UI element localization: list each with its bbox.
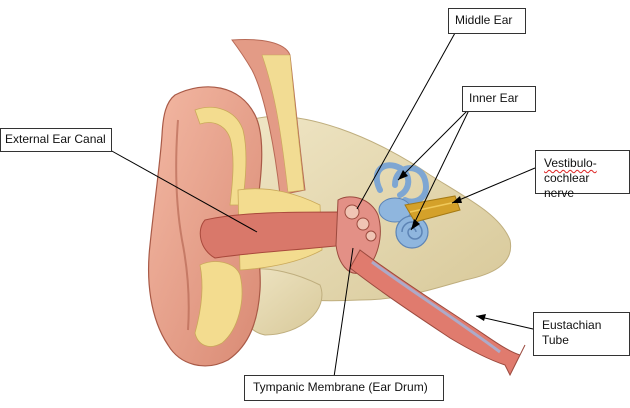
label-external-ear-canal: External Ear Canal xyxy=(0,128,112,152)
label-eustachian-tube: Eustachian Tube xyxy=(533,312,630,356)
lobe-cartilage xyxy=(194,261,243,347)
helix-cartilage xyxy=(194,106,247,206)
leader-external-canal xyxy=(109,149,258,233)
eustachian-lining xyxy=(371,260,501,354)
scalp-fat xyxy=(261,54,305,193)
incus xyxy=(356,217,370,231)
label-external-ear-canal-text: External Ear Canal xyxy=(5,132,106,146)
external-canal xyxy=(199,211,346,259)
leader-eustachian xyxy=(475,315,534,330)
leader-vestibulo-nerve xyxy=(451,167,536,204)
semicircular-canals xyxy=(373,162,429,205)
label-tympanic-membrane-text: Tympanic Membrane (Ear Drum) xyxy=(253,380,428,394)
leader-inner-ear-2 xyxy=(410,107,471,231)
label-vestibulo-line2: cochlear nerve xyxy=(544,171,590,200)
label-inner-ear: Inner Ear xyxy=(462,86,536,112)
arrowhead-inner-2 xyxy=(411,219,420,230)
label-tympanic-membrane: Tympanic Membrane (Ear Drum) xyxy=(244,375,444,401)
label-vestibulocochlear-nerve: Vestibulo- cochlear nerve xyxy=(535,150,630,200)
leader-tympanic xyxy=(333,247,354,378)
arrowhead-eustachian xyxy=(476,314,486,321)
leader-inner-ear-1 xyxy=(397,107,471,181)
label-vestibulo-line1: Vestibulo- xyxy=(544,156,597,170)
cochlea xyxy=(395,215,429,249)
label-eustachian-line2: Tube xyxy=(542,333,569,347)
label-inner-ear-text: Inner Ear xyxy=(469,91,519,105)
leader-arrowheads xyxy=(398,170,486,321)
stapes xyxy=(365,230,377,242)
arrowhead-nerve xyxy=(452,196,462,203)
label-eustachian-line1: Eustachian xyxy=(542,318,602,332)
leader-lines xyxy=(109,32,536,378)
eustachian-tube xyxy=(349,249,526,377)
vestibulocochlear-nerve xyxy=(404,195,461,223)
label-middle-ear: Middle Ear xyxy=(448,8,526,34)
arrowhead-inner-1 xyxy=(398,170,408,180)
auricle-inner-fold xyxy=(175,119,190,331)
label-middle-ear-text: Middle Ear xyxy=(455,13,513,27)
malleus xyxy=(344,204,360,220)
leader-middle-ear xyxy=(356,32,456,210)
